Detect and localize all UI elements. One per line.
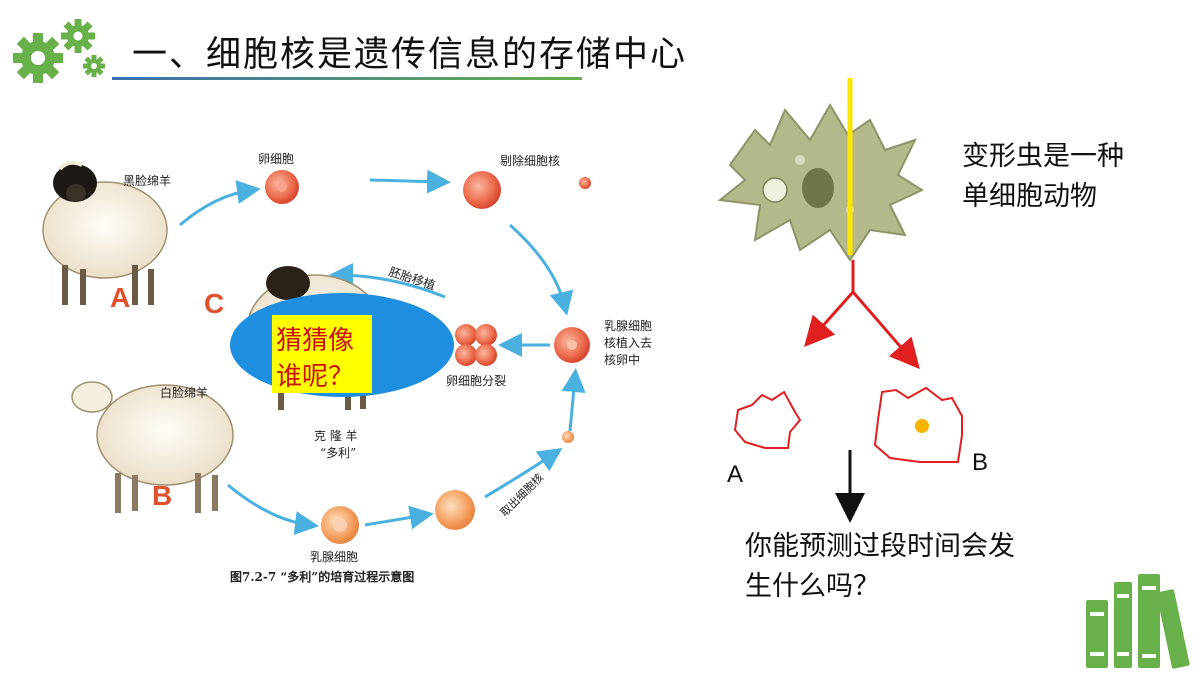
piece-a-label: A (727, 461, 743, 488)
guess-highlight (272, 315, 372, 393)
amoeba-image (717, 103, 925, 262)
sheep-b-label: B (152, 480, 172, 511)
label-mammary-nucleus-3: 核卵中 (604, 352, 640, 367)
sheep-c-label: C (204, 288, 224, 319)
guess-text-line2: 谁呢？ (276, 362, 354, 392)
gears-icon (13, 19, 105, 83)
piece-b-label: B (972, 449, 988, 476)
amoeba-piece-b (873, 386, 963, 463)
dividing-egg (455, 324, 497, 366)
extracted-nucleus (562, 431, 574, 443)
amoeba-piece-a (733, 390, 802, 449)
label-egg-division: 卵细胞分裂 (446, 374, 506, 388)
label-white-face-sheep: 白脸绵羊 (160, 385, 208, 400)
label-remove-nucleus: 剔除细胞核 (500, 153, 560, 168)
label-mammary-nucleus-2: 核植入去 (604, 335, 652, 350)
amoeba-desc-line2: 单细胞动物 (962, 181, 1097, 212)
label-clone-2: “多利” (320, 446, 356, 460)
sheep-a-label: A (110, 282, 130, 313)
amoeba-description: 变形虫是一种 单细胞动物 (962, 137, 1192, 217)
books-icon (1086, 574, 1190, 669)
sheep-image-a (42, 160, 168, 305)
nucleus (915, 419, 929, 433)
prediction-question: 你能预测过段时间会发 生什么吗？ (745, 527, 1115, 607)
label-mammary-cell: 乳腺细胞 (310, 550, 358, 564)
removed-nucleus (579, 177, 591, 189)
amoeba-desc-line1: 变形虫是一种 (962, 141, 1124, 172)
label-black-face-sheep: 黑脸绵羊 (123, 173, 171, 188)
question-line1: 你能预测过段时间会发 (745, 531, 1015, 562)
amoeba-diagram: A B (717, 78, 988, 523)
label-extract-nucleus: 取出细胞核 (497, 470, 546, 519)
arrow-sheep-to-egg (179, 180, 261, 227)
mammary-cell-2 (435, 490, 475, 530)
dolly-cloning-diagram: A 黑脸绵羊 卵细胞 剔除细胞核 乳腺细胞 核植入去 核卵中 卵细胞分裂 胚胎移… (42, 152, 652, 584)
enucleated-egg (463, 171, 501, 209)
sheep-image-b (71, 381, 234, 513)
page-title: 一、细胞核是遗传信息的存储中心 (132, 35, 688, 75)
label-mammary-nucleus-1: 乳腺细胞 (604, 319, 652, 333)
title-underline (112, 77, 582, 80)
guess-text-line1: 猜猜像 (276, 326, 354, 356)
diagram-caption: 图7.2-7 “多利”的培育过程示意图 (230, 569, 414, 584)
question-line2: 生什么吗？ (745, 571, 880, 602)
label-egg-cell: 卵细胞 (258, 152, 294, 166)
label-embryo-transfer: 胚胎移植 (387, 264, 437, 293)
label-clone-1: 克 隆 羊 (314, 428, 358, 443)
